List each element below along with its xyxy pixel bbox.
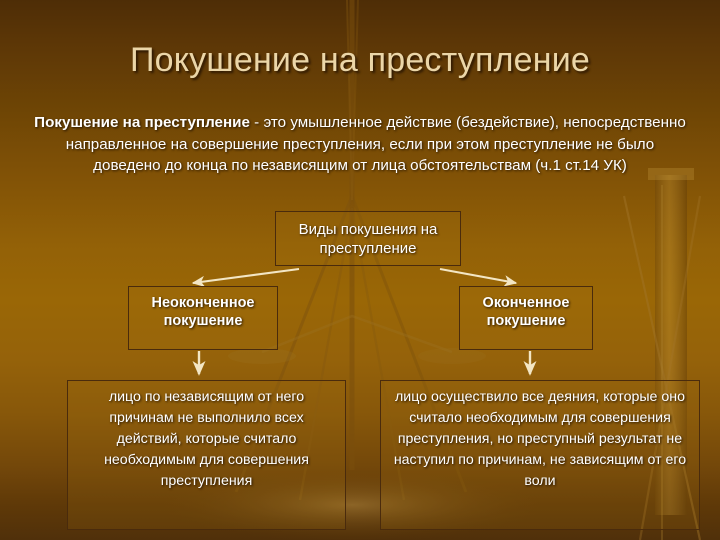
diagram-box-complete-attempt[interactable]: Оконченное покушение — [459, 286, 593, 350]
definition-paragraph: Покушение на преступление - это умышленн… — [30, 112, 690, 177]
diagram-box-root[interactable]: Виды покушения на преступление — [275, 211, 461, 266]
definition-term: Покушение на преступление — [34, 114, 250, 131]
diagram-box-incomplete-attempt-description[interactable]: лицо по независящим от него причинам не … — [67, 380, 346, 530]
diagram-box-complete-attempt-label: Оконченное покушение — [482, 295, 570, 329]
arrow-root-to-incomplete — [191, 267, 300, 288]
arrow-root-to-complete — [439, 267, 518, 287]
diagram-box-complete-attempt-description[interactable]: лицо осуществило все деяния, которые оно… — [380, 380, 700, 530]
diagram-box-incomplete-attempt[interactable]: Неоконченное покушение — [128, 286, 278, 350]
diagram-box-complete-attempt-description-text: лицо осуществило все деяния, которые оно… — [393, 389, 687, 489]
definition-body: - это умышленное действие (бездействие),… — [65, 114, 686, 174]
diagram-box-incomplete-attempt-label: Неоконченное покушение — [151, 295, 255, 329]
diagram-box-root-label: Виды покушения на преступление — [298, 220, 438, 257]
diagram-box-incomplete-attempt-description-text: лицо по независящим от него причинам не … — [104, 389, 309, 489]
page-title: Покушение на преступление — [129, 41, 591, 79]
